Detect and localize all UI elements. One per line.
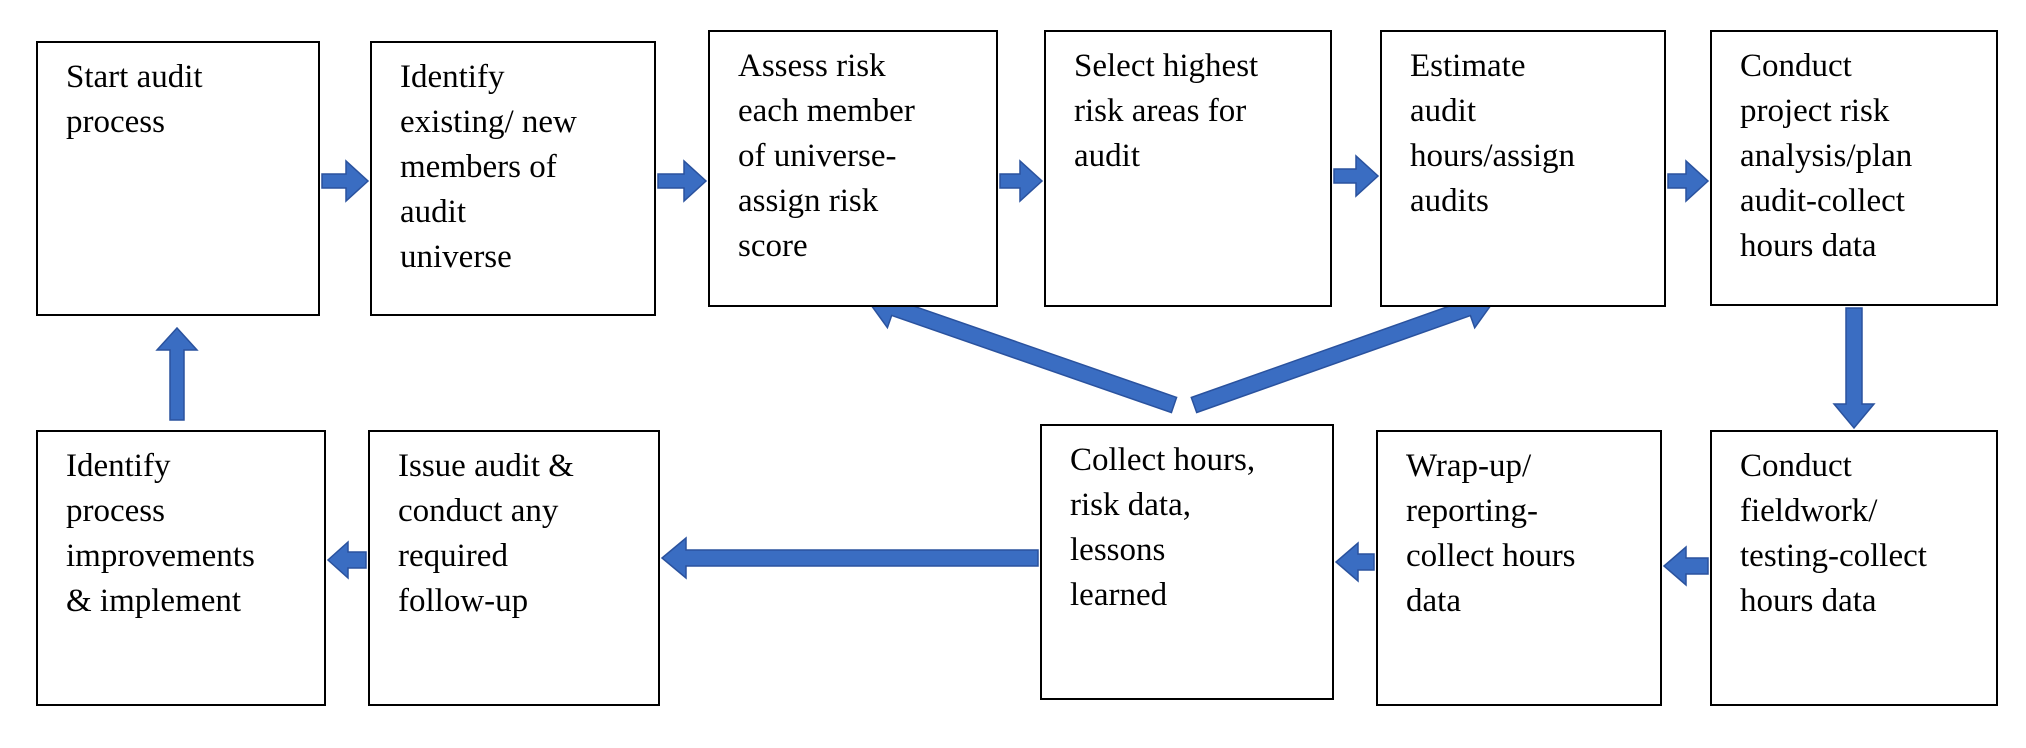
- step-label: Issue audit & conduct any required follo…: [398, 448, 574, 619]
- arrow-assess-to-select: [999, 159, 1044, 203]
- step-estimate-audit-hours: Estimate audit hours/assign audits: [1380, 30, 1666, 307]
- step-label: Conduct fieldwork/ testing-collect hours…: [1740, 448, 1927, 619]
- arrow-issue-to-improvements: [326, 540, 367, 580]
- step-label: Identify existing/ new members of audit …: [400, 59, 577, 275]
- step-issue-audit-follow-up: Issue audit & conduct any required follo…: [368, 430, 660, 706]
- arrow-wrap-up-to-collect: [1334, 541, 1375, 583]
- arrow-estimate-to-project-risk: [1667, 159, 1710, 203]
- step-start-audit: Start audit process: [36, 41, 320, 316]
- step-label: Estimate audit hours/assign audits: [1410, 48, 1575, 219]
- step-identify-audit-universe: Identify existing/ new members of audit …: [370, 41, 656, 316]
- step-wrap-up-reporting: Wrap-up/ reporting- collect hours data: [1376, 430, 1662, 706]
- arrow-start-to-identify: [321, 159, 370, 203]
- step-label: Collect hours, risk data, lessons learne…: [1070, 442, 1256, 613]
- arrow-collect-to-issue: [660, 536, 1039, 580]
- step-select-highest-risk-areas: Select highest risk areas for audit: [1044, 30, 1332, 307]
- arrow-select-to-estimate: [1333, 154, 1380, 198]
- step-collect-hours-risk-data: Collect hours, risk data, lessons learne…: [1040, 424, 1334, 700]
- step-assess-risk: Assess risk each member of universe- ass…: [708, 30, 998, 307]
- step-fieldwork-testing: Conduct fieldwork/ testing-collect hours…: [1710, 430, 1998, 706]
- step-label: Identify process improvements & implemen…: [66, 448, 255, 619]
- step-label: Assess risk each member of universe- ass…: [738, 48, 915, 264]
- step-label: Select highest risk areas for audit: [1074, 48, 1259, 174]
- step-project-risk-analysis: Conduct project risk analysis/plan audit…: [1710, 30, 1998, 306]
- step-label: Conduct project risk analysis/plan audit…: [1740, 48, 1913, 264]
- step-label: Wrap-up/ reporting- collect hours data: [1406, 448, 1576, 619]
- arrow-improvements-to-start: [155, 326, 199, 421]
- arrow-fieldwork-to-wrap-up: [1662, 545, 1709, 587]
- arrow-project-risk-to-fieldwork: [1832, 307, 1876, 430]
- arrow-identify-to-assess: [657, 159, 708, 203]
- step-label: Start audit process: [66, 59, 203, 140]
- step-identify-process-improvements: Identify process improvements & implemen…: [36, 430, 326, 706]
